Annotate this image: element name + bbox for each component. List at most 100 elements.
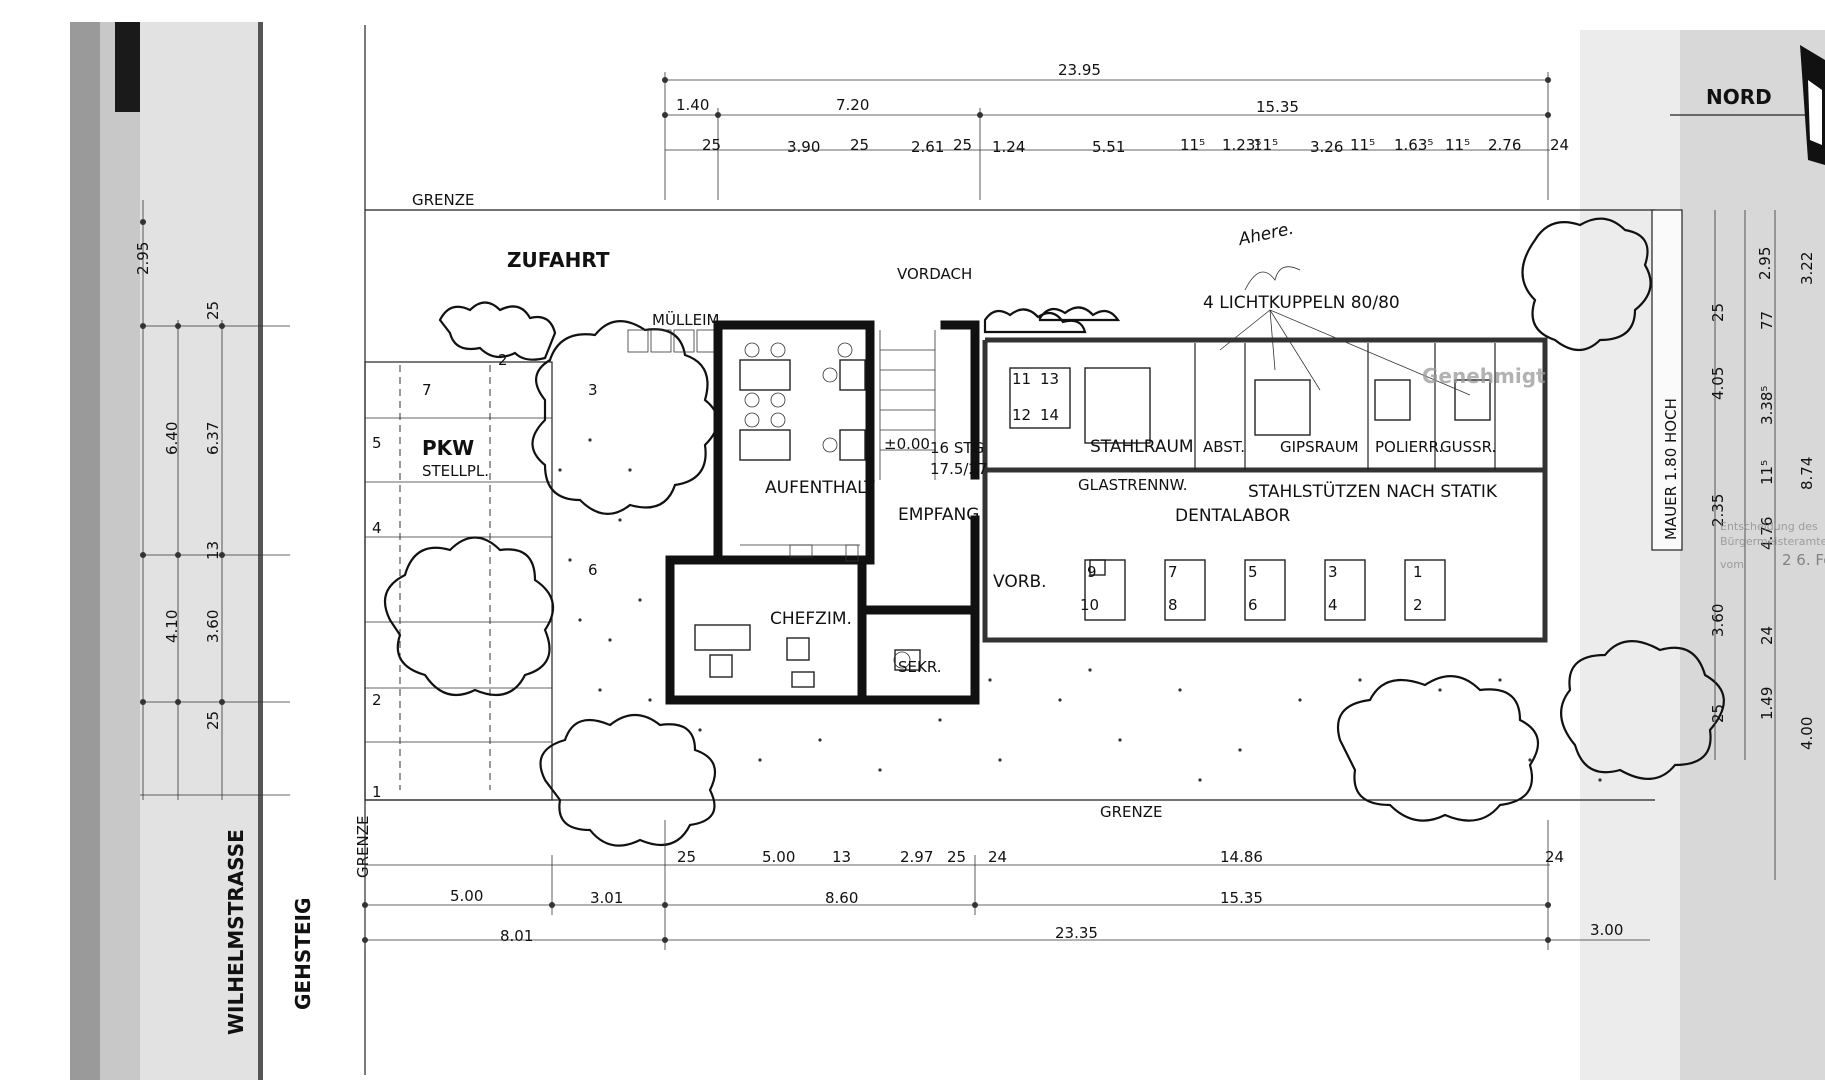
street-name: WILHELMSTRASSE	[224, 829, 248, 1035]
workplace-number: 13	[1040, 370, 1059, 388]
top-dim-chain-9: 1.23⁵	[1222, 136, 1261, 154]
waste-label: MÜLLEIM.	[652, 310, 724, 329]
hedge-icon	[983, 308, 1087, 334]
bottom-dimensions: 25 5.00 13 2.97 25 24 14.86 24 5.00 3.01…	[362, 820, 1650, 950]
tree-icon	[1521, 217, 1652, 352]
bottom-dim-row2-2: 3.01	[590, 889, 623, 907]
stamp-title: Genehmigt	[1422, 364, 1546, 388]
parking-number-1: 1	[372, 783, 382, 801]
workplace-number: 7	[1168, 563, 1178, 581]
stamp-line-2: Bürgermeisteramtes	[1720, 535, 1825, 548]
right-dim-12: 2.95	[1756, 247, 1774, 280]
office-furniture	[694, 624, 921, 688]
parking-number-5: 5	[372, 434, 382, 452]
top-dim-chain-4: 2.61	[911, 138, 944, 156]
right-dim-3: 2.35	[1709, 494, 1727, 527]
workplace-number: 11	[1012, 370, 1031, 388]
bottom-dim-row3-2: 23.35	[1055, 924, 1098, 942]
top-dim-chain-6: 1.24	[992, 138, 1025, 156]
stairs-size-label: 17.5/27	[930, 460, 988, 478]
workplace-number: 2	[1413, 596, 1423, 614]
parking-sublabel: STELLPL.	[422, 462, 489, 480]
top-dim-chain-8: 11⁵	[1180, 136, 1205, 154]
left-dim-inner-2: 6.37	[204, 422, 222, 455]
workplace-number: 14	[1040, 406, 1059, 424]
workplace-number: 3	[1328, 563, 1338, 581]
bottom-dim-chain-5: 25	[947, 848, 966, 866]
right-dim-15: 4.00	[1798, 717, 1816, 750]
tree-canopies	[383, 217, 1725, 847]
workplace-number: 4	[1328, 596, 1338, 614]
bottom-dim-row2-4: 15.35	[1220, 889, 1263, 907]
top-dim-seg-b: 7.20	[836, 96, 869, 114]
right-dim-13: 3.22	[1798, 252, 1816, 285]
top-dimensions: 23.95 1.40 7.20 15.35 25 3.90 25 2.61 25…	[662, 61, 1569, 200]
left-dim-inner-3: 13	[204, 541, 222, 560]
top-dim-chain-16: 24	[1550, 136, 1569, 154]
workplace-number: 9	[1087, 563, 1097, 581]
steel-room-label: STAHLRAUM	[1090, 437, 1194, 457]
top-dim-chain-3: 25	[850, 136, 869, 154]
bottom-dim-row2-1: 5.00	[450, 887, 483, 905]
stamp-line-3: vom	[1720, 558, 1744, 571]
tree-icon	[1560, 640, 1725, 780]
top-dim-chain-7: 5.51	[1092, 138, 1125, 156]
stairs-count-label: 16 STG	[930, 439, 984, 457]
parking-label: PKW	[422, 436, 474, 460]
right-dim-4: 3.60	[1709, 604, 1727, 637]
bottom-dim-chain-3: 13	[832, 848, 851, 866]
top-dim-chain-15: 2.76	[1488, 136, 1521, 154]
parking-number-6: 6	[588, 561, 598, 579]
top-dim-chain-14: 11⁵	[1445, 136, 1470, 154]
tree-icon	[383, 536, 555, 697]
bottom-dim-chain-2: 5.00	[762, 848, 795, 866]
stamp-line-1: Entscheidung des	[1720, 520, 1818, 533]
left-dim-top-cut: 2.95	[134, 242, 152, 275]
gravel-texture	[558, 438, 1602, 782]
lab-workstations	[1009, 367, 1491, 621]
hedge-icon	[1038, 306, 1121, 322]
workplace-numbers: 1 2 3 4 5 6 7 8 9 10 11 12 13 14	[1012, 370, 1423, 614]
workplace-number: 6	[1248, 596, 1258, 614]
parking-number-7: 7	[422, 381, 432, 399]
plaster-room-label: GIPSRAUM	[1280, 438, 1359, 456]
bottom-dim-row2-3: 8.60	[825, 889, 858, 907]
skylight-leaders	[1219, 266, 1471, 396]
lounge-furniture	[739, 342, 866, 562]
parking-number-4: 4	[372, 519, 382, 537]
right-dimensions: MAUER 1.80 HOCH 25 4.05 2.35 3.60 25 77 …	[1651, 209, 1816, 880]
staircase	[879, 330, 936, 480]
building-walls	[665, 320, 1548, 705]
bottom-dim-chain-8: 24	[1545, 848, 1564, 866]
canopy-label: VORDACH	[897, 265, 972, 283]
top-dim-chain-11: 3.26	[1310, 138, 1343, 156]
right-dim-2: 4.05	[1709, 367, 1727, 400]
top-dim-chain-12: 11⁵	[1350, 136, 1375, 154]
left-dim-inner-5: 25	[204, 711, 222, 730]
top-dim-chain-1: 25	[702, 136, 721, 154]
reception-label: EMPFANG	[898, 505, 979, 525]
top-dim-chain-5: 25	[953, 136, 972, 154]
bottom-dim-chain-6: 24	[988, 848, 1007, 866]
tree-icon	[1336, 675, 1540, 822]
extraction-label: ABST.	[1203, 438, 1245, 456]
parking-area: PKW STELLPL. 1 2 3 4 5 6 7 2	[364, 351, 598, 801]
bottom-dim-row3-1: 8.01	[500, 927, 533, 945]
parking-number-2: 2	[372, 691, 382, 709]
casting-room-label: GUSSR.	[1440, 438, 1496, 456]
sidewalk-label: GEHSTEIG	[291, 898, 315, 1010]
left-boundary-label: GRENZE	[354, 816, 372, 879]
right-dim-11: 1.49	[1758, 687, 1776, 720]
right-dim-14: 8.74	[1798, 457, 1816, 490]
glass-partition-label: GLASTRENNW.	[1078, 476, 1188, 494]
bottom-dim-chain-4: 2.97	[900, 848, 933, 866]
right-dim-10: 24	[1758, 626, 1776, 645]
right-dim-7: 3.38⁵	[1758, 386, 1776, 425]
right-dim-9: 4.76	[1758, 517, 1776, 550]
right-dim-6: 77	[1758, 311, 1776, 330]
left-dim-inner-4: 3.60	[204, 610, 222, 643]
stamp-line-4: 2 6. Fe	[1782, 551, 1825, 569]
workplace-number: 1	[1413, 563, 1423, 581]
